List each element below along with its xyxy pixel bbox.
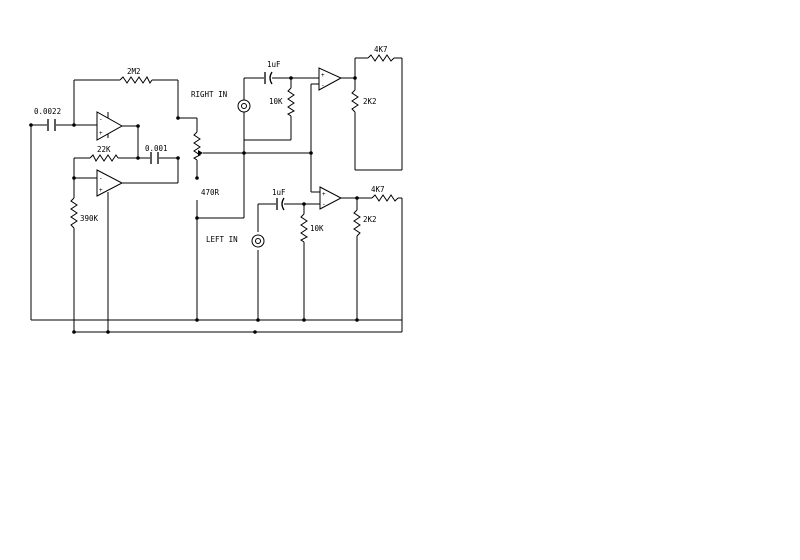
opamp-1-plus: + [99,130,103,137]
capacitor-1uf-right [264,71,273,85]
label-r-2m2: 2M2 [127,67,141,76]
label-r-10k-left: 10K [310,224,324,233]
label-c-1uf-right: 1uF [267,60,281,69]
opamp-3: + - [318,67,343,91]
opamp-4-minus: - [322,201,326,208]
label-c-001: 0.001 [145,144,168,153]
left-in-jack [251,234,265,248]
resistor-10k-right [287,87,295,117]
label-r-4k7-top: 4K7 [374,45,388,54]
label-r-10k-right: 10K [269,97,283,106]
label-r-2k2-right: 2K2 [363,97,377,106]
potentiometer-470r [193,131,203,161]
resistor-2k2-right [351,89,359,113]
opamp-2-plus: + [99,187,103,194]
resistor-4k7-bottom [371,194,399,202]
label-left-in: LEFT IN [206,235,238,244]
opamp-1: - + [96,111,124,141]
label-right-in: RIGHT IN [191,90,227,99]
capacitor-1uf-left [276,197,285,211]
resistor-4k7-top [367,54,395,62]
opamp-2: - + [96,169,124,197]
junction-dots [29,76,359,334]
opamp-3-minus: - [321,82,325,89]
opamp-4-plus: + [322,191,326,198]
opamp-3-plus: + [321,72,325,79]
label-c-0022: 0.0022 [34,107,61,116]
resistor-22k [89,154,119,162]
opamp-4: + - [319,186,343,210]
capacitor-0022 [47,119,56,131]
resistor-2k2-left [353,209,361,237]
label-c-1uf-left: 1uF [272,188,286,197]
resistor-390k [70,197,78,229]
opamp-2-minus: - [99,175,103,182]
capacitor-001 [150,152,159,164]
opamp-1-minus: - [99,116,103,123]
right-in-jack [237,99,251,113]
label-r-22k: 22K [97,145,111,154]
label-r-4k7-bottom: 4K7 [371,185,385,194]
label-r-2k2-left: 2K2 [363,215,377,224]
resistor-2m2 [119,76,153,84]
label-pot-470r: 470R [201,188,220,197]
label-r-390k: 390K [80,214,99,223]
wires [30,57,403,333]
resistor-10k-left [300,213,308,243]
